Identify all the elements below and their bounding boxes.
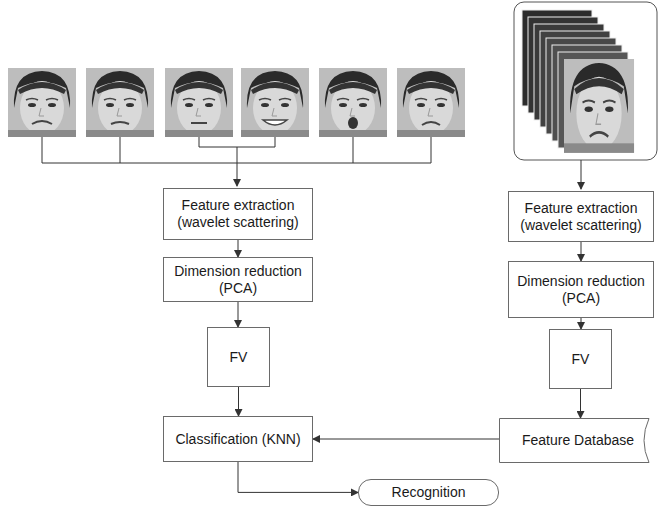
box-label: Dimension reduction (PCA) xyxy=(515,273,647,307)
flow-arrow xyxy=(238,462,358,492)
box-label: Feature extraction (wavelet scattering) xyxy=(515,200,647,234)
process-box: Feature extraction (wavelet scattering) xyxy=(508,191,654,242)
flow-arrow xyxy=(238,240,239,257)
terminal-box: Recognition xyxy=(358,479,499,506)
database-shape: Feature Database xyxy=(499,418,657,463)
flow-arrow xyxy=(238,387,239,416)
box-label: Recognition xyxy=(392,484,466,501)
flow-arrow xyxy=(313,439,499,440)
flow-arrow xyxy=(580,389,581,418)
process-box: Feature extraction (wavelet scattering) xyxy=(163,188,313,240)
box-label: FV xyxy=(572,351,590,368)
box-label: Feature Database xyxy=(522,432,634,449)
flow-arrow xyxy=(238,302,239,327)
box-label: Dimension reduction (PCA) xyxy=(170,263,306,297)
vector-box: FV xyxy=(549,329,612,389)
flow-arrow xyxy=(581,242,582,261)
flow-arrow xyxy=(581,318,582,329)
process-box: Classification (KNN) xyxy=(163,416,313,462)
process-box: Dimension reduction (PCA) xyxy=(508,261,654,318)
box-label: FV xyxy=(230,349,248,366)
box-label: Classification (KNN) xyxy=(175,431,300,448)
process-box: Dimension reduction (PCA) xyxy=(163,257,313,302)
vector-box: FV xyxy=(207,327,270,387)
box-label: Feature extraction (wavelet scattering) xyxy=(170,197,306,231)
